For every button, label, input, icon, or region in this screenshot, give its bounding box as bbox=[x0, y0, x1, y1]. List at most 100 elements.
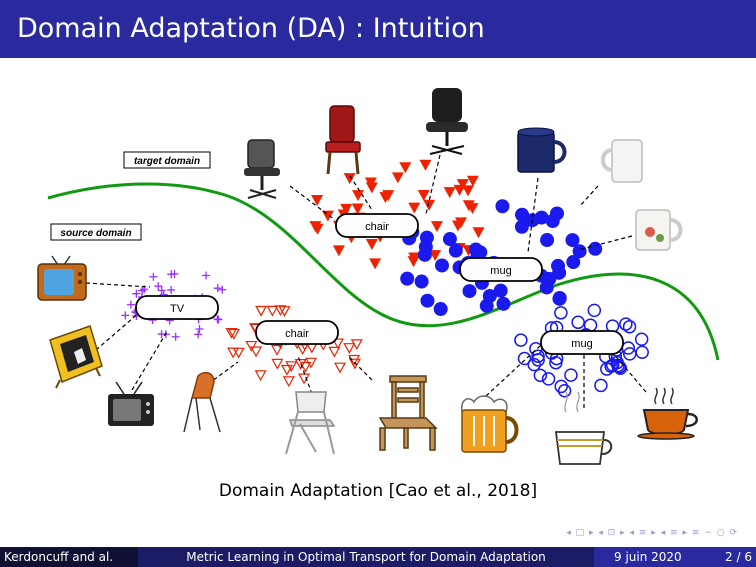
circle-point bbox=[414, 274, 429, 289]
circle-point bbox=[529, 341, 543, 356]
chair-icon bbox=[325, 105, 361, 175]
plus-point bbox=[195, 325, 204, 334]
nav-frame-back-icon[interactable]: ◂ □ ▸ bbox=[566, 528, 595, 538]
circle-point bbox=[619, 317, 633, 331]
circle-point bbox=[587, 303, 602, 318]
slide-title: Domain Adaptation (DA) : Intuition bbox=[17, 13, 485, 44]
triangle-point bbox=[270, 344, 284, 356]
plus-point bbox=[154, 282, 163, 291]
circle-point bbox=[479, 298, 494, 313]
footer-date-page: 9 juin 2020 2 / 6 bbox=[594, 547, 756, 567]
circle-point bbox=[594, 378, 608, 393]
circle-point bbox=[434, 258, 449, 273]
circle-point bbox=[552, 290, 567, 305]
circle-point bbox=[400, 271, 415, 286]
circle-point bbox=[448, 243, 463, 258]
triangle-point bbox=[453, 184, 466, 196]
triangle-point bbox=[365, 182, 378, 194]
triangle-point bbox=[266, 305, 279, 317]
plus-point bbox=[194, 330, 203, 339]
class-label-mug-lower: mug bbox=[540, 330, 624, 355]
svg-text:TV: TV bbox=[170, 303, 185, 315]
triangle-point bbox=[271, 358, 284, 370]
svg-text:chair: chair bbox=[285, 328, 309, 340]
circle-point bbox=[565, 233, 580, 248]
triangle-point bbox=[443, 187, 456, 199]
circle-point bbox=[527, 357, 541, 372]
triangle-point bbox=[232, 347, 245, 359]
mug-icon bbox=[601, 139, 643, 183]
circle-point bbox=[545, 214, 560, 229]
triangle-point bbox=[255, 305, 268, 317]
circle-point bbox=[419, 230, 434, 245]
triangle-point bbox=[328, 346, 341, 358]
source-domain-label: source domain bbox=[50, 223, 142, 241]
target-domain-label: target domain bbox=[123, 151, 211, 169]
triangle-point bbox=[408, 252, 421, 264]
circle-point bbox=[622, 319, 637, 334]
circle-point bbox=[417, 247, 432, 262]
plus-point bbox=[213, 284, 222, 293]
footer-date: 9 juin 2020 bbox=[614, 550, 682, 564]
chair-icon bbox=[285, 391, 336, 455]
triangle-point bbox=[462, 200, 475, 212]
beamer-navigation[interactable]: ◂ □ ▸ ◂ ⊡ ▸ ◂ ≡ ▸ ◂ ≡ ▸ ≡ ∽ ○ ⟳ bbox=[566, 528, 738, 538]
circle-point bbox=[588, 241, 603, 256]
triangle-point bbox=[278, 306, 291, 317]
plus-point bbox=[171, 332, 180, 341]
circle-point bbox=[462, 284, 477, 299]
plus-point bbox=[167, 285, 176, 294]
circle-point bbox=[572, 244, 587, 259]
nav-section-fwd-icon[interactable]: ◂ ≡ ▸ bbox=[660, 528, 689, 538]
footer-author: Kerdoncuff and al. bbox=[0, 547, 138, 567]
circle-point bbox=[564, 368, 578, 382]
triangle-point bbox=[419, 159, 432, 171]
tv-icon bbox=[49, 325, 103, 389]
class-label-chair-target: chair bbox=[335, 213, 419, 238]
triangle-point bbox=[299, 361, 312, 373]
triangle-point bbox=[429, 250, 442, 262]
plus-point bbox=[121, 311, 130, 320]
triangle-point bbox=[332, 245, 345, 257]
triangle-point bbox=[282, 376, 295, 388]
triangle-point bbox=[408, 202, 421, 214]
chair-icon bbox=[426, 88, 468, 155]
circle-point bbox=[442, 232, 457, 247]
circle-point bbox=[612, 359, 627, 374]
mug-icon bbox=[517, 127, 567, 173]
source-chair-points bbox=[225, 305, 363, 388]
triangle-point bbox=[399, 162, 412, 174]
svg-text:chair: chair bbox=[365, 221, 389, 233]
beer-mug-icon bbox=[461, 395, 519, 453]
triangle-point bbox=[369, 258, 382, 270]
circle-point bbox=[571, 315, 585, 330]
triangle-point bbox=[352, 190, 365, 202]
circle-point bbox=[540, 233, 555, 248]
plus-point bbox=[214, 315, 223, 324]
triangle-point bbox=[466, 175, 479, 187]
nav-section-back-icon[interactable]: ◂ ≡ ▸ bbox=[629, 528, 657, 538]
circle-point bbox=[531, 349, 545, 363]
plus-point bbox=[149, 272, 158, 281]
nav-toc-icon[interactable]: ≡ bbox=[691, 528, 701, 538]
circle-point bbox=[433, 302, 448, 317]
triangle-point bbox=[274, 305, 287, 317]
circle-point bbox=[541, 372, 556, 386]
circle-point bbox=[517, 351, 532, 366]
triangle-point bbox=[456, 179, 469, 191]
circle-point bbox=[554, 306, 568, 320]
triangle-point bbox=[305, 357, 318, 369]
triangle-point bbox=[227, 328, 240, 340]
triangle-point bbox=[454, 217, 467, 229]
triangle-point bbox=[430, 221, 443, 233]
triangle-point bbox=[343, 173, 356, 185]
class-label-chair-source: chair bbox=[255, 320, 339, 345]
triangle-point bbox=[280, 364, 293, 376]
circle-point bbox=[514, 219, 529, 234]
nav-subsection-icon[interactable]: ◂ ⊡ ▸ bbox=[598, 528, 626, 538]
triangle-point bbox=[423, 199, 436, 211]
figure-caption: Domain Adaptation [Cao et al., 2018] bbox=[218, 481, 538, 501]
class-label-mug-upper: mug bbox=[459, 257, 543, 282]
nav-search-icon[interactable]: ∽ ○ ⟳ bbox=[704, 528, 738, 538]
coffee-cup-icon bbox=[637, 387, 698, 440]
